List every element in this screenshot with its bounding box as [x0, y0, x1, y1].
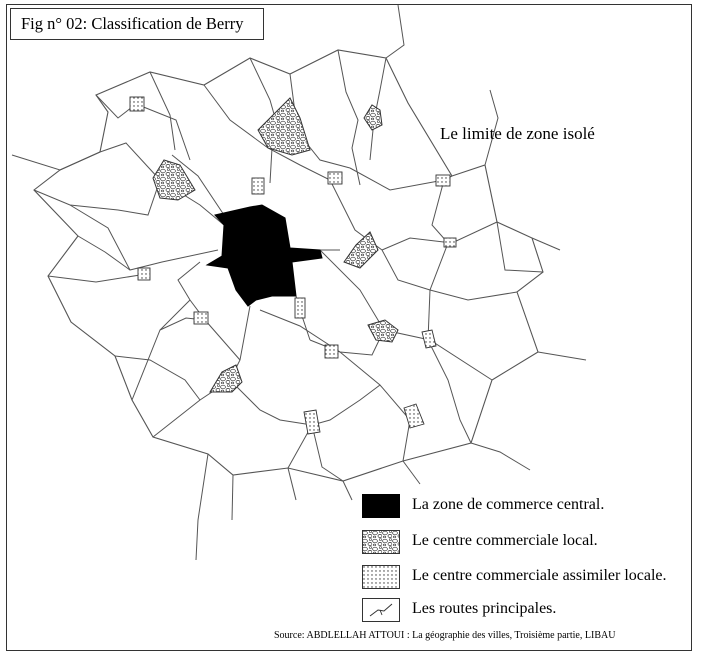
figure-frame: [6, 4, 692, 651]
central-commerce-zone: [205, 204, 323, 307]
assimilated-commercial-centers: [129, 96, 457, 435]
legend-label-roads: Les routes principales.: [412, 600, 557, 617]
figure-title: Fig n° 02: Classification de Berry: [10, 8, 264, 40]
zone-limit-label: Le limite de zone isolé: [440, 124, 595, 143]
local-commercial-centers: [152, 97, 399, 393]
legend-swatch-assimilated: [362, 565, 400, 589]
legend-swatch-roads: [362, 598, 400, 622]
legend-label-local: Le centre commerciale local.: [412, 532, 598, 549]
legend-swatch-central: [362, 494, 400, 518]
main-roads: [11, 4, 587, 561]
legend-swatch-local: [362, 530, 400, 554]
legend-label-central: La zone de commerce central.: [412, 496, 605, 513]
legend-label-assimilated: Le centre commerciale assimiler locale.: [412, 567, 667, 584]
source-caption: Source: ABDLELLAH ATTOUI : La géographie…: [274, 630, 616, 641]
